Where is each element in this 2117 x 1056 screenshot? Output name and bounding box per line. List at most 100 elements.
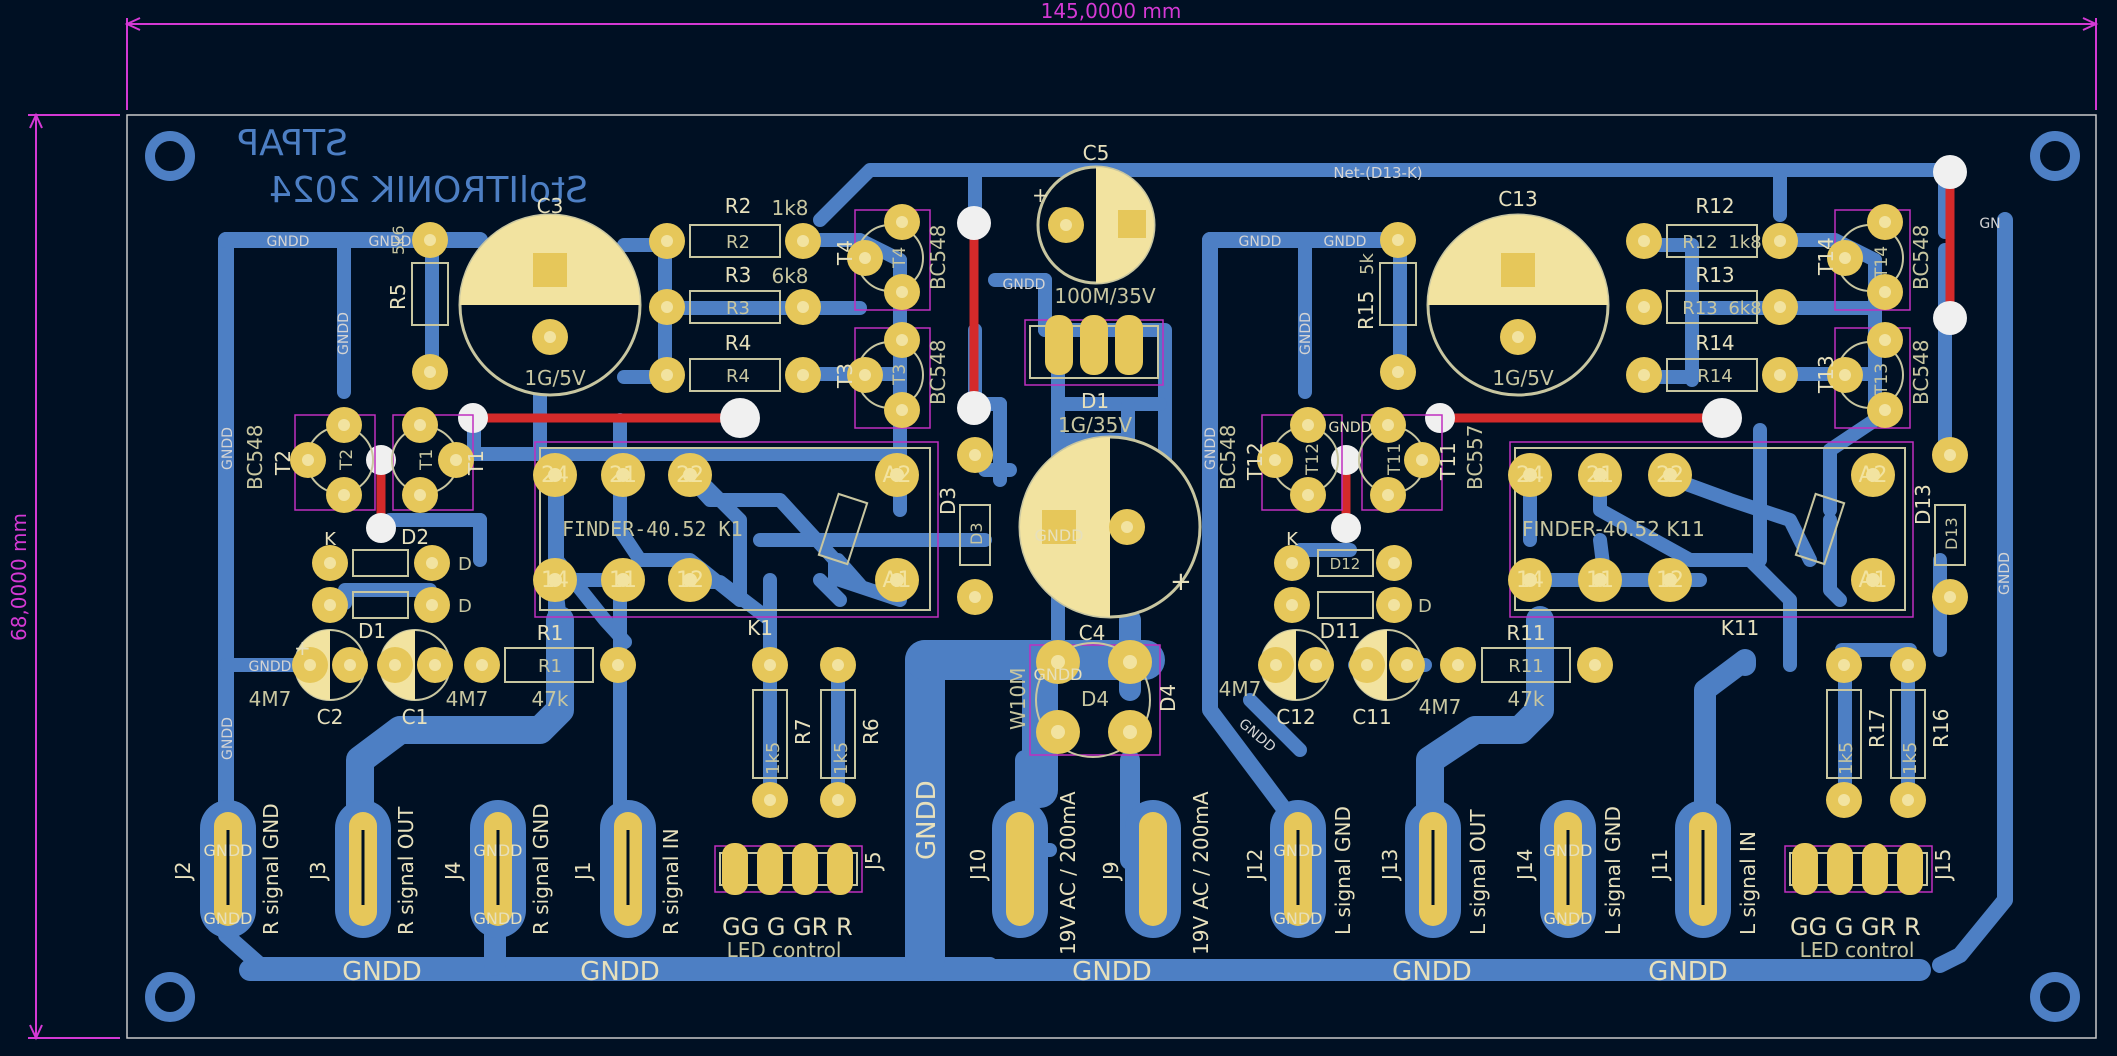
t14-silk: T14 (1872, 246, 1892, 279)
dimension-height-label: 68,0000 mm (7, 513, 31, 641)
t1-ref: T1 (464, 450, 488, 476)
c2-plus: + (294, 636, 311, 660)
relay-k11-pin11: 11 (1586, 568, 1614, 593)
relay-k11-pin21: 21 (1586, 463, 1614, 488)
c11-value: 4M7 (1419, 695, 1462, 719)
resistor-r16 (1890, 647, 1926, 818)
j5-ref: J5 (861, 851, 885, 872)
r5-value: 5k6 (389, 225, 408, 255)
connectors-left (200, 800, 656, 938)
bc557-label: BC557 (1463, 424, 1487, 490)
c13-ref: C13 (1498, 187, 1537, 211)
j15-led-control: LED control (1800, 938, 1915, 962)
mounting-holes (145, 131, 2080, 1022)
d11-ref: D11 (1320, 619, 1361, 643)
net-label-gndd-5: GNDD (1324, 234, 1367, 250)
r13-silk: R13 (1682, 298, 1717, 319)
j15-ref: J15 (1931, 849, 1955, 882)
r1-silk: R1 (538, 656, 562, 677)
net-label-gndd-1: GNDD (267, 234, 310, 250)
j2-label: R signal GND (259, 803, 283, 935)
r17-value: 1k5 (1836, 742, 1857, 775)
connector-j9 (1125, 800, 1181, 938)
j12-ref: J12 (1243, 849, 1267, 882)
relay-k11-pin14: 14 (1516, 568, 1544, 593)
pad-label-j4-bot: GNDD (473, 909, 522, 928)
j4-label: R signal GND (529, 803, 553, 935)
resistor-r17 (1826, 647, 1862, 818)
r2-ref: R2 (725, 194, 752, 218)
net-label-gndd-8: GNDD (336, 312, 352, 355)
connector-j15 (1784, 843, 1933, 895)
r5-ref: R5 (386, 283, 410, 310)
capacitor-c2 (292, 629, 368, 701)
transistor-t14 (1827, 204, 1911, 311)
t1-silk: T1 (417, 449, 437, 471)
r16-ref: R16 (1929, 709, 1953, 748)
net-label-gndd-9: GNDD (220, 717, 236, 760)
resistor-r12 (1626, 223, 1798, 259)
t12-ref: T12 (1243, 442, 1267, 481)
net-label-top: Net-(D13-K) (1333, 164, 1422, 182)
r12-value: 1k8 (1728, 232, 1761, 253)
j2-ref: J2 (171, 861, 195, 882)
r16-value: 1k5 (1900, 742, 1921, 775)
net-label-gndd-6: GNDD (249, 659, 292, 675)
d1-center-value: 1G/35V (1058, 413, 1132, 437)
d11-d: D (1418, 596, 1432, 617)
j3-label: R signal OUT (394, 806, 418, 935)
c5-ref: C5 (1083, 141, 1110, 165)
gndd-vertical: GNDD (912, 780, 942, 860)
capacitor-c3 (458, 213, 642, 397)
r15-value: 5k (1357, 253, 1378, 275)
d12-k: K (1286, 529, 1299, 550)
d1-ref: D1 (358, 619, 386, 643)
relay-k1-pin12: 12 (676, 568, 704, 593)
resistor-r4 (649, 357, 821, 393)
diode-d13 (1932, 437, 1968, 615)
t13-ref: T13 (1814, 355, 1838, 394)
connector-j12 (1270, 800, 1326, 938)
resistor-r1 (464, 647, 636, 683)
pad-label-j12-bot: GNDD (1273, 909, 1322, 928)
diode-d1 (312, 587, 450, 623)
board-outline (126, 114, 2097, 1039)
t3-silk: T3 (890, 364, 910, 386)
bridge-d4 (1029, 640, 1161, 758)
connector-j14 (1540, 800, 1596, 938)
resistor-r3 (649, 289, 821, 325)
title-line1: STPAP (237, 123, 348, 164)
c5-plus: + (1032, 183, 1049, 207)
connector-j1 (600, 800, 656, 938)
r11-silk: R11 (1508, 656, 1543, 677)
d1-d: D (458, 596, 472, 617)
pad-label-j14-top: GNDD (1543, 841, 1592, 860)
j5-pins: GG G GR R (722, 913, 853, 941)
k1-ref: K1 (747, 616, 773, 640)
r3-silk: R3 (726, 298, 750, 319)
net-label-gndd-3: GNDD (1003, 277, 1046, 293)
t13-silk: T13 (1872, 363, 1892, 396)
pad-label-j2-bot: GNDD (203, 909, 252, 928)
bottom-gndd-1: GNDD (342, 957, 422, 987)
relay-k11-pin24: 24 (1516, 463, 1544, 488)
r7-value: 1k5 (763, 742, 784, 775)
r14-ref: R14 (1695, 331, 1734, 355)
connector-j11 (1675, 800, 1731, 938)
t11-ref: T11 (1436, 442, 1460, 481)
bottom-gndd-4: GNDD (1392, 957, 1472, 987)
capacitor-c4-main (1018, 435, 1202, 619)
j4-ref: J4 (441, 861, 465, 882)
d2-d: D (458, 554, 472, 575)
bc548-r-b: BC548 (1909, 339, 1933, 405)
r11-value: 47k (1507, 687, 1544, 711)
relay-k1-pin11: 11 (609, 568, 637, 593)
capacitor-c11 (1349, 629, 1425, 701)
d12-silk: D12 (1330, 555, 1361, 573)
diode-d2 (312, 545, 450, 581)
connector-j5 (714, 843, 863, 895)
jumper-ends (366, 155, 1967, 543)
d13-silk: D13 (1942, 517, 1961, 550)
r11-ref: R11 (1506, 621, 1545, 645)
relay-k1-pin21: 21 (609, 463, 637, 488)
